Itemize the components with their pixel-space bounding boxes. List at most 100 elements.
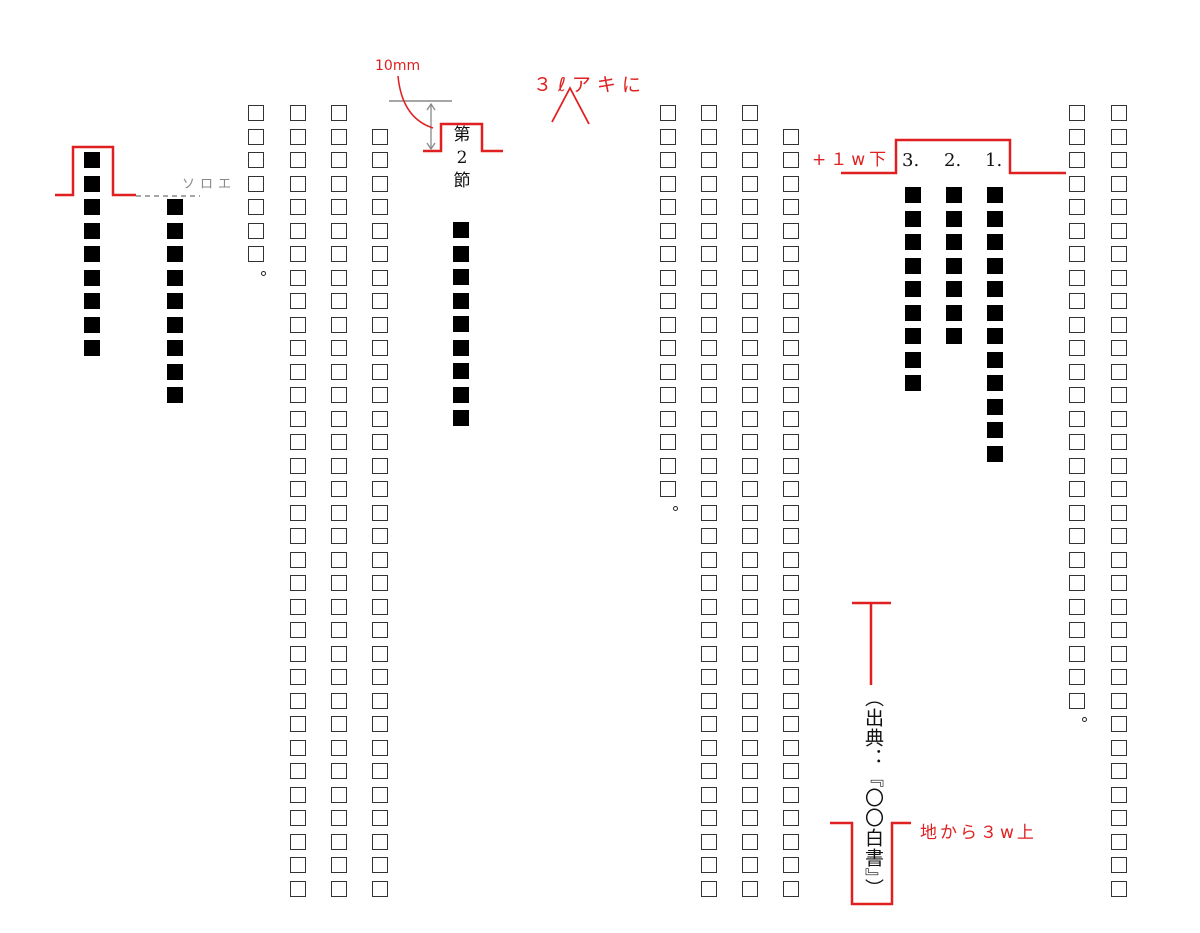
text-char-cell xyxy=(1069,340,1085,356)
text-char-cell xyxy=(372,857,388,873)
text-char-cell xyxy=(331,763,347,779)
text-char-cell xyxy=(372,410,388,427)
text-char-cell xyxy=(742,199,758,215)
text-char-cell xyxy=(290,551,306,568)
text-char-cell xyxy=(783,269,799,286)
text-char-cell xyxy=(701,857,717,873)
text-char-cell xyxy=(783,199,799,215)
heading-char-cell xyxy=(905,328,921,344)
text-char-cell xyxy=(1111,575,1127,591)
text-char-cell xyxy=(783,716,799,732)
heading-char-cell xyxy=(453,245,469,262)
text-char-cell xyxy=(1069,128,1085,145)
heading-char-cell xyxy=(167,340,183,356)
text-char-cell xyxy=(372,833,388,850)
text-char-cell xyxy=(290,152,306,168)
text-char-cell xyxy=(1069,457,1085,474)
text-char-cell xyxy=(1111,716,1127,732)
text-char-cell xyxy=(701,833,717,850)
text-char-cell xyxy=(1111,340,1127,356)
text-char-cell xyxy=(372,810,388,826)
text-char-cell xyxy=(372,269,388,286)
heading-char-cell xyxy=(84,222,100,239)
text-char-cell xyxy=(372,739,388,756)
text-char-cell xyxy=(1111,363,1127,380)
text-char-cell xyxy=(783,222,799,239)
text-char-cell xyxy=(701,222,717,239)
text-char-cell xyxy=(248,105,264,121)
text-char-cell xyxy=(742,857,758,873)
text-char-cell xyxy=(783,645,799,662)
heading-char-cell xyxy=(987,328,1003,344)
heading-char-cell xyxy=(987,445,1003,462)
text-char-cell xyxy=(331,128,347,145)
text-char-cell xyxy=(742,645,758,662)
text-char-cell xyxy=(742,692,758,709)
text-char-cell xyxy=(783,857,799,873)
text-char-cell xyxy=(331,246,347,262)
text-char-cell xyxy=(331,598,347,615)
text-char-cell xyxy=(331,692,347,709)
text-char-cell xyxy=(1111,833,1127,850)
text-char-cell xyxy=(742,551,758,568)
text-char-cell xyxy=(372,387,388,403)
heading-bracket-left xyxy=(55,145,136,197)
text-char-cell xyxy=(783,504,799,521)
text-char-cell xyxy=(1069,434,1085,450)
text-char-cell xyxy=(290,293,306,309)
text-char-cell xyxy=(372,246,388,262)
heading-char-cell xyxy=(84,269,100,286)
text-char-cell xyxy=(248,175,264,192)
text-char-cell xyxy=(290,105,306,121)
text-char-cell xyxy=(1111,786,1127,803)
text-char-cell xyxy=(290,410,306,427)
heading-char-cell xyxy=(946,234,962,250)
text-char-cell xyxy=(1111,434,1127,450)
list-number-1: 1. xyxy=(985,150,1003,171)
text-char-cell xyxy=(783,669,799,685)
blank-lines-note: ３ℓアキに xyxy=(533,74,647,96)
text-char-cell xyxy=(701,387,717,403)
text-char-cell xyxy=(1111,763,1127,779)
text-char-cell xyxy=(290,340,306,356)
text-char-cell xyxy=(742,269,758,286)
text-char-cell xyxy=(783,622,799,638)
text-char-cell xyxy=(1069,293,1085,309)
text-char-cell xyxy=(742,481,758,497)
text-char-cell xyxy=(783,246,799,262)
text-char-cell xyxy=(372,786,388,803)
text-char-cell xyxy=(1069,316,1085,333)
text-char-cell xyxy=(701,152,717,168)
text-char-cell xyxy=(372,316,388,333)
text-char-cell xyxy=(372,763,388,779)
heading-char-cell xyxy=(84,199,100,215)
list-indent-bracket xyxy=(841,138,1066,175)
text-char-cell xyxy=(1111,669,1127,685)
text-char-cell xyxy=(701,598,717,615)
heading-char-cell xyxy=(946,304,962,321)
heading-char-cell xyxy=(167,246,183,262)
text-char-cell xyxy=(372,622,388,638)
text-char-cell xyxy=(701,246,717,262)
text-char-cell xyxy=(290,739,306,756)
text-char-cell xyxy=(701,739,717,756)
text-char-cell xyxy=(742,340,758,356)
text-char-cell xyxy=(248,246,264,262)
text-char-cell xyxy=(1111,880,1127,897)
text-char-cell xyxy=(742,716,758,732)
text-char-cell xyxy=(701,622,717,638)
text-char-cell xyxy=(742,246,758,262)
text-char-cell xyxy=(290,199,306,215)
text-char-cell xyxy=(701,457,717,474)
text-char-cell xyxy=(742,410,758,427)
text-char-cell xyxy=(372,645,388,662)
heading-char-cell xyxy=(987,422,1003,438)
heading-char-cell xyxy=(987,187,1003,203)
heading-char-cell xyxy=(946,257,962,274)
text-char-cell xyxy=(331,669,347,685)
text-char-cell xyxy=(290,528,306,544)
text-char-cell xyxy=(660,128,676,145)
text-char-cell xyxy=(290,457,306,474)
text-char-cell xyxy=(742,880,758,897)
text-char-cell xyxy=(331,645,347,662)
